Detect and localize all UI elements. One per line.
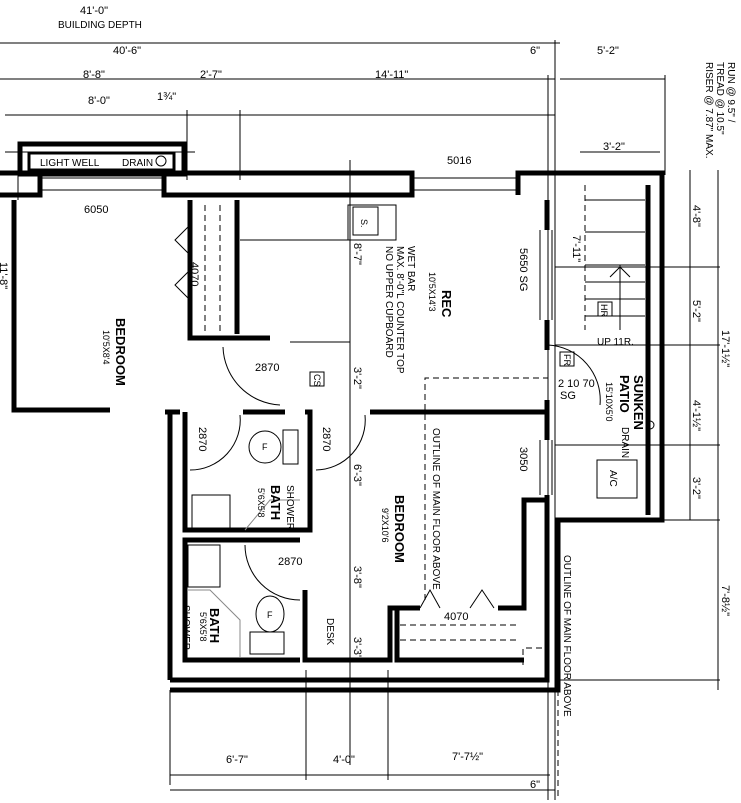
- drain-label-top: DRAIN: [122, 158, 153, 169]
- dim-bottom-6-7: 6'-7": [226, 754, 248, 766]
- dim-right-3-2: 3'-2": [690, 477, 702, 499]
- dim-mid-3-3: 3'-3": [351, 637, 363, 659]
- room-bath1-name: BATH: [268, 485, 283, 520]
- dim-bottom-6: 6": [530, 779, 540, 791]
- door-4070-bottom: 4070: [444, 611, 468, 623]
- fr-label: FR: [562, 354, 572, 366]
- sink-label: S.: [359, 219, 369, 228]
- room-bedroom1-name: BEDROOM: [113, 318, 128, 386]
- dim-bottom-4-0: 4'-0": [333, 754, 355, 766]
- stair-up-label: UP 11R.: [597, 337, 634, 348]
- dim-2-7: 2'-7": [200, 69, 222, 81]
- room-bath2-name: BATH: [207, 608, 222, 643]
- desk-label: DESK: [324, 618, 335, 646]
- dim-stair-width: 5'-2": [597, 45, 619, 57]
- outline-main-floor-label: OUTLINE OF MAIN FLOOR ABOVE: [430, 428, 441, 590]
- dim-right-4-8: 4'-8": [690, 205, 702, 227]
- dim-mid-3-8: 3'-8": [351, 566, 363, 588]
- door-2870-bath1-right: 2870: [320, 427, 332, 451]
- dim-right-4-1-half: 4'-1½": [690, 400, 702, 431]
- door-4070-top: 4070: [188, 262, 200, 286]
- room-rec-name: REC: [439, 290, 454, 318]
- ac-label: A/C: [607, 470, 618, 487]
- fixtures: [155, 155, 655, 800]
- window-5016: 5016: [447, 155, 471, 167]
- door-21070: 2 10 70: [558, 378, 595, 390]
- dim-right-5-2: 5'-2": [690, 300, 702, 322]
- dim-left-11-8: 11'-8": [0, 262, 9, 289]
- room-patio-name: SUNKEN: [631, 375, 646, 430]
- dim-8-8: 8'-8": [83, 69, 105, 81]
- wet-bar-line-2: MAX. 8'-0"L COUNTER TOP: [394, 246, 405, 374]
- light-well-label: LIGHT WELL: [40, 158, 100, 169]
- dim-stair-7-11: 7'-11": [570, 235, 582, 262]
- dim-bottom-7-7-half: 7'-7½": [452, 751, 483, 763]
- dim-building-depth: 41'-0": [80, 5, 108, 17]
- room-bedroom1-size: 10'5X8'4: [101, 330, 111, 364]
- stair-note: RUN @ 9.5" / TREAD @ 10.5" RISER @ 7.87"…: [703, 62, 736, 159]
- dim-mid-6-3: 6'-3": [351, 464, 363, 486]
- dim-mid-8-7: 8'-7": [351, 243, 363, 265]
- stair-note-line-3: RISER @ 7.87" MAX.: [703, 62, 714, 159]
- wet-bar-line-1: WET BAR: [405, 246, 416, 291]
- dim-six-top: 6": [530, 45, 540, 57]
- drain-patio-label: DRAIN: [619, 427, 630, 458]
- cs-label: CS: [312, 374, 322, 387]
- stair-note-line-2: TREAD @ 10.5": [714, 62, 725, 135]
- door-2870-bath2: 2870: [278, 556, 302, 568]
- shower1-label: SHOWER: [284, 485, 295, 530]
- door-2870-hall: 2870: [255, 362, 279, 374]
- room-patio-name2: PATIO: [617, 375, 632, 413]
- room-patio-size: 15'10X5'0: [604, 382, 614, 421]
- toilet-label-2: F: [267, 610, 273, 620]
- dim-overall: 40'-6": [113, 45, 141, 57]
- wet-bar-line-3: NO UPPER CUPBOARD: [383, 246, 394, 358]
- room-bedroom2-size: 9'2X10'6: [380, 508, 390, 542]
- window-6050: 6050: [84, 204, 108, 216]
- stair-note-line-1: RUN @ 9.5" /: [725, 62, 736, 123]
- dim-stair-3-2: 3'-2": [603, 141, 625, 153]
- dim-right-17-1-half: 17'-1½": [719, 330, 731, 367]
- window-5650: 5650 SG: [517, 248, 529, 291]
- toilet-label-1: F: [262, 442, 268, 452]
- dim-right-7-8-half: 7'-8½": [719, 585, 731, 616]
- room-bath2-size: 5'6X5'8: [198, 612, 208, 641]
- outline-main-floor-label-right: OUTLINE OF MAIN FLOOR ABOVE: [561, 555, 572, 717]
- dim-mid-3-2: 3'-2": [351, 367, 363, 389]
- window-3050: 3050: [517, 447, 529, 471]
- dim-8-0: 8'-0": [88, 95, 110, 107]
- building-depth-label: BUILDING DEPTH: [58, 20, 142, 31]
- room-bath1-size: 5'6X5'8: [256, 488, 266, 517]
- door-21070-sg: SG: [560, 390, 576, 402]
- door-2870-bath1-left: 2870: [196, 427, 208, 451]
- hr-label: HR: [599, 304, 609, 317]
- dim-14-11: 14'-11": [375, 69, 408, 81]
- room-rec-size: 10'5X14'3: [427, 272, 437, 311]
- shower2-label: SHOWER: [180, 605, 191, 650]
- wet-bar-note: WET BAR MAX. 8'-0"L COUNTER TOP NO UPPER…: [383, 246, 416, 374]
- dim-1-3-4: 1¾": [157, 91, 176, 103]
- room-bedroom2-name: BEDROOM: [392, 495, 407, 563]
